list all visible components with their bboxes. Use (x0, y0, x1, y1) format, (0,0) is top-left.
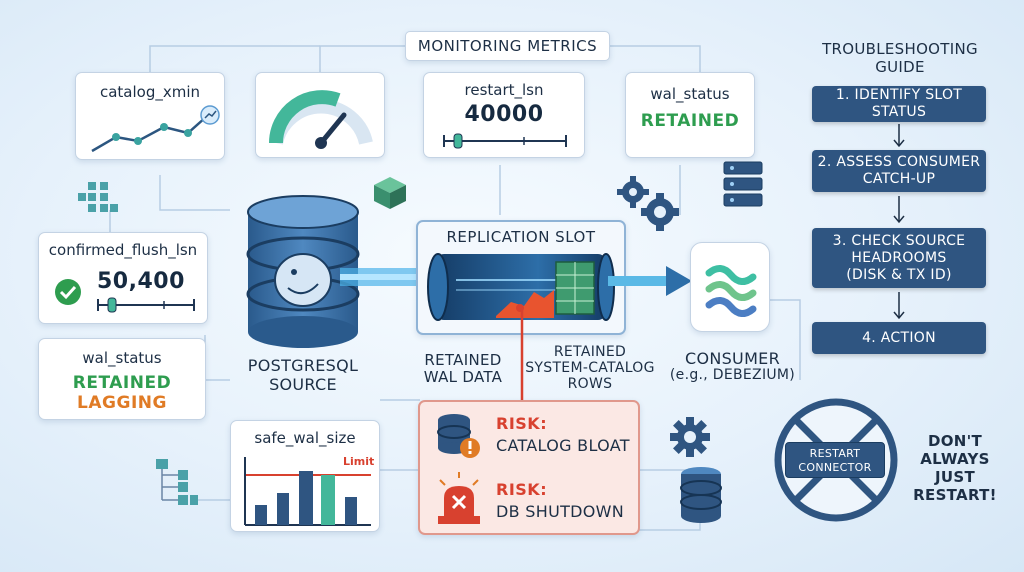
retained-rows-line2: SYSTEM-CATALOG (525, 360, 655, 376)
retained-wal-label: RETAINED WAL DATA (418, 352, 508, 386)
hierarchy-icon (156, 459, 198, 505)
warn-line3: JUST (935, 468, 975, 486)
safe-wal-size-label: safe_wal_size (254, 429, 356, 447)
restart-lsn-value: 40000 (464, 102, 544, 127)
consumer-logo-card (690, 242, 770, 332)
confirmed-flush-lsn-value: 50,400 (97, 269, 185, 294)
confirmed-flush-lsn-label: confirmed_flush_lsn (48, 241, 198, 259)
restart-button-line1: RESTART (809, 447, 861, 460)
step-1-line1: 1. IDENTIFY SLOT (835, 87, 963, 103)
replication-slot-pipe (427, 253, 615, 321)
risk-2-text: DB SHUTDOWN (496, 502, 625, 521)
retained-wal-line1: RETAINED (424, 351, 502, 369)
step-4-line1: 4. ACTION (862, 329, 936, 346)
wal-status-top-card: wal_status RETAINED (625, 72, 755, 158)
postgresql-source-line2: SOURCE (269, 375, 337, 394)
troubleshooting-step-4: 4. ACTION (812, 322, 986, 354)
gauge-icon (269, 90, 373, 149)
grid-blocks-icon (78, 182, 118, 212)
trend-chart-icon (91, 105, 220, 153)
risk-box: RISK: CATALOG BLOAT RISK: DB SHUTDOWN (418, 400, 640, 535)
cube-icon (374, 177, 406, 209)
step-1-line2: STATUS (871, 104, 927, 120)
postgresql-source-label: POSTGRESQL SOURCE (238, 356, 368, 394)
warn-line1: DON'T (927, 432, 983, 450)
retained-wal-line2: WAL DATA (423, 368, 503, 386)
step-2-line1: 2. ASSESS CONSUMER (817, 154, 981, 170)
safe-wal-bar-chart (244, 457, 371, 526)
warn-line4: RESTART! (913, 486, 997, 504)
restart-button-line2: CONNECTOR (798, 461, 872, 474)
troubleshooting-title-line1: TROUBLESHOOTING (822, 40, 978, 58)
monitoring-metrics-title-box: MONITORING METRICS (405, 31, 610, 61)
retained-rows-label: RETAINED SYSTEM-CATALOG ROWS (520, 344, 660, 392)
consumer-line1: CONSUMER (684, 349, 781, 368)
step-3-line2: HEADROOMS (851, 249, 947, 266)
warn-line2: ALWAYS (920, 450, 990, 468)
step-arrows (893, 124, 905, 320)
risk-1-label: RISK: (496, 414, 548, 433)
limit-label: Limit (343, 455, 375, 468)
monitoring-metrics-title: MONITORING METRICS (417, 37, 598, 55)
replication-slot-title: REPLICATION SLOT (446, 228, 596, 246)
risk-2-label: RISK: (496, 480, 548, 499)
database-stack-icon (680, 467, 722, 523)
troubleshooting-title-line2: GUIDE (875, 58, 925, 76)
postgresql-source-line1: POSTGRESQL (247, 356, 359, 375)
gear-icon (670, 417, 710, 457)
check-circle-icon (55, 279, 81, 305)
retained-rows-line3: ROWS (567, 376, 613, 392)
step-2-line2: CATCH-UP (862, 171, 936, 187)
step-3-line1: 3. CHECK SOURCE (832, 232, 966, 249)
debezium-logo-icon (705, 265, 757, 317)
wal-status-top-value: RETAINED (640, 111, 740, 131)
catalog-xmin-card: catalog_xmin (75, 72, 225, 160)
risk-connector-line (520, 310, 524, 404)
database-warning-icon (437, 414, 480, 458)
risk-1-text: CATALOG BLOAT (496, 436, 630, 455)
gears-icon (617, 176, 679, 231)
restart-connector-button: RESTART CONNECTOR (785, 442, 885, 478)
data-stream-arrow (340, 268, 440, 286)
wal-status-left-lagging: LAGGING (77, 393, 167, 413)
safe-wal-size-card: safe_wal_size Limit (230, 420, 380, 532)
wal-status-left-retained: RETAINED (72, 373, 172, 393)
catalog-xmin-label: catalog_xmin (99, 83, 201, 101)
dont-restart-warning: DON'T ALWAYS JUST RESTART! (905, 432, 1005, 504)
restart-lsn-card: restart_lsn 40000 (423, 72, 585, 158)
alarm-siren-icon (438, 472, 480, 524)
retained-rows-line1: RETAINED (553, 344, 627, 360)
server-stack-icon (723, 161, 763, 207)
postgresql-database-icon (246, 195, 360, 348)
gauge-card (255, 72, 385, 158)
consumer-arrow (608, 266, 692, 296)
confirmed-flush-progress (97, 297, 195, 313)
wal-status-top-label: wal_status (650, 85, 730, 103)
restart-lsn-label: restart_lsn (464, 81, 544, 99)
troubleshooting-title: TROUBLESHOOTING GUIDE (800, 40, 1000, 76)
restart-lsn-progress (443, 133, 567, 149)
consumer-label: CONSUMER (e.g., DEBEZIUM) (665, 350, 800, 384)
wal-status-left-label: wal_status (82, 349, 162, 367)
wal-status-left-card: wal_status RETAINED LAGGING (38, 338, 206, 420)
consumer-line2: (e.g., DEBEZIUM) (669, 367, 796, 383)
confirmed-flush-lsn-card: confirmed_flush_lsn 50,400 (38, 232, 208, 324)
step-3-line3: (DISK & TX ID) (846, 266, 952, 283)
